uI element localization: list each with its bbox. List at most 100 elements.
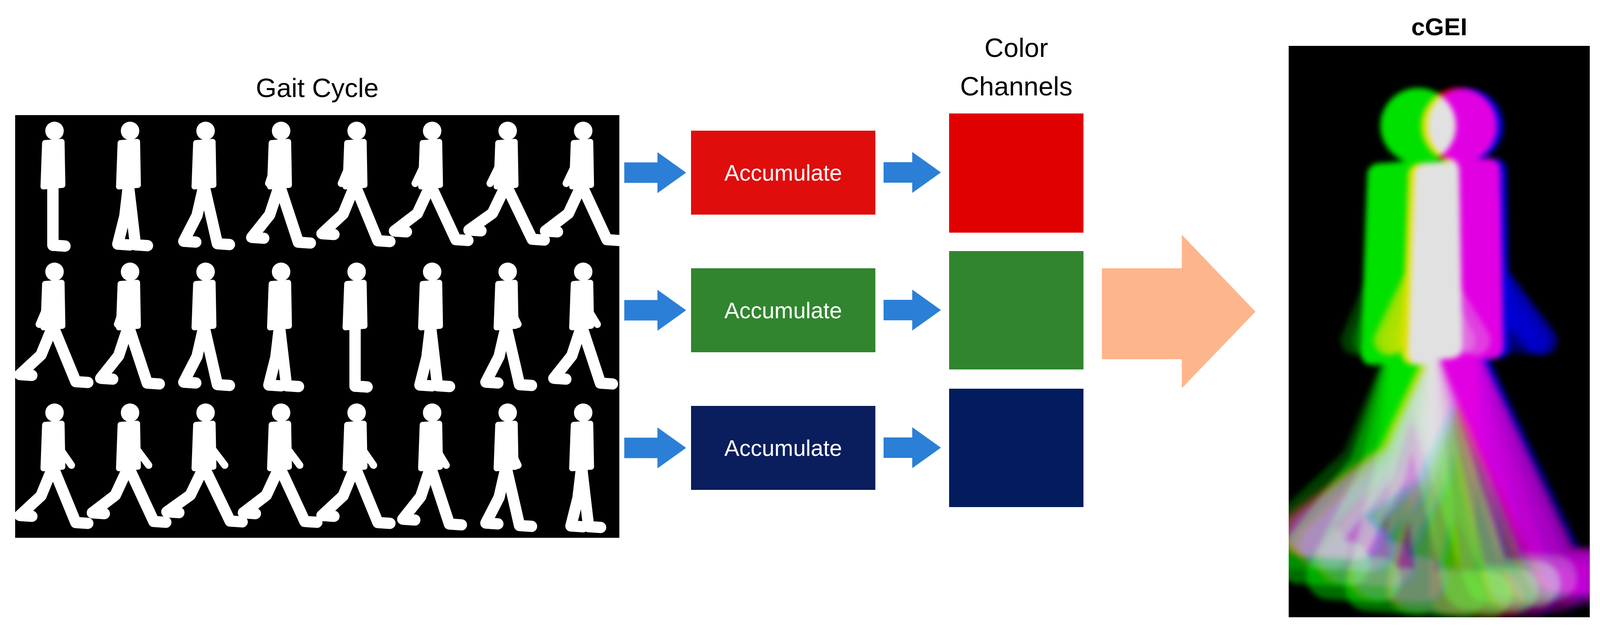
arm-stroke [430,287,438,325]
head-shape [196,121,215,141]
leg-stroke [279,185,311,244]
leg-stroke [279,466,317,523]
leg-stroke [251,185,280,239]
leg-stroke [430,185,468,241]
group-heading: Color Channels [938,28,1095,107]
process-box: Accumulate [691,130,876,215]
image-panel: Gait Cycle [15,115,620,538]
arm-stroke [52,146,56,184]
leg-stroke [128,326,160,385]
leg-stroke [581,326,613,385]
head-shape [347,262,366,282]
leg-stroke [430,466,462,526]
torso-shape [118,141,139,187]
arm-stroke [279,428,300,466]
arm-stroke [489,146,506,184]
arm-stroke [414,146,431,184]
leg-stroke [1458,346,1537,595]
panel-ground [15,115,620,538]
walker-figure [183,262,230,386]
head-shape [1427,88,1503,164]
arm-stroke [197,146,204,184]
flow-arrow [624,300,658,321]
arm-stroke [566,146,582,184]
walker-figure [100,262,160,384]
leg-stroke [183,185,204,243]
walker-figure [469,121,545,241]
gei-image [1288,45,1590,618]
arm-stroke [203,428,225,466]
walker-figure [268,262,299,387]
combine-arrow [1101,234,1256,389]
leg-stroke [52,185,65,247]
leg-stroke [505,185,544,241]
channel-layer [1300,88,1590,597]
leg-stroke [166,466,204,513]
leg-stroke [321,185,356,235]
red-channel [949,113,1084,233]
leg-stroke [203,185,230,245]
box-label: Accumulate [724,159,842,186]
head-shape [573,262,593,282]
channel-arrow [883,151,941,193]
leg-stroke [117,185,130,245]
leg-stroke [355,466,390,524]
walker-figure [43,121,66,247]
head-shape [196,262,215,282]
leg-stroke [505,466,532,527]
torso-shape [1419,169,1499,354]
silhouette-sequence [15,115,620,538]
walker-figure [345,262,368,388]
walker-figure [485,403,532,527]
head-shape [498,121,517,141]
walker-figure [553,262,613,384]
head-shape [1427,88,1503,164]
arm-stroke [581,287,598,325]
leg-stroke [430,326,450,387]
arm-stroke [341,146,355,184]
leg-stroke [581,185,619,241]
head-shape [1427,88,1503,164]
panel-heading: cGEI [1288,12,1590,46]
arm-stroke [197,287,204,325]
head-shape [196,403,215,422]
leg-stroke [19,466,53,517]
walker-figure [321,403,390,524]
head-shape [422,403,442,422]
walker-figure [571,403,601,528]
walker-figure [419,262,450,387]
leg-stroke [553,326,582,380]
head-shape [1427,88,1503,164]
head-shape [1427,88,1503,164]
walker-figure [183,121,230,245]
leg-stroke [52,185,65,247]
leg-stroke [52,466,88,524]
torso-shape [1419,169,1499,354]
head-shape [120,262,140,282]
walker-figure [321,121,390,242]
walker-figure [1415,88,1537,595]
leg-stroke [92,466,129,514]
leg-stroke [203,466,243,522]
channel-arrow [883,289,941,331]
torso-shape [194,141,214,187]
torso-shape [345,282,365,328]
head-shape [498,262,517,282]
head-shape [271,121,291,141]
head-shape [1427,88,1503,164]
leg-stroke [19,326,53,376]
leg-stroke [545,185,582,232]
box-label: Accumulate [724,435,842,462]
walker-figure [394,121,469,241]
process-box: Accumulate [691,268,876,353]
leg-stroke [505,326,532,386]
leg-stroke [100,326,129,380]
walker-figure [117,121,148,246]
torso-shape [1419,169,1499,354]
torso-shape [194,282,214,328]
walker-figure [545,121,620,241]
arm-stroke [117,287,129,325]
head-shape [1427,88,1503,164]
panel-heading: Gait Cycle [15,72,620,116]
